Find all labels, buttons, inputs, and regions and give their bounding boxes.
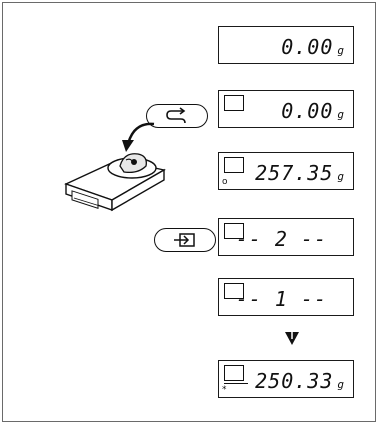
curved-arrow-icon <box>122 122 155 152</box>
stability-indicator-icon <box>224 157 244 173</box>
balance-illustration <box>64 153 166 212</box>
display-reading: -- 1 -- <box>235 287 327 311</box>
display-sub-symbol: o <box>222 177 228 187</box>
enter-key-button[interactable] <box>154 228 216 252</box>
display-4: -- 2 -- <box>218 218 354 256</box>
arrow-into-box-icon <box>174 233 195 247</box>
stability-indicator-icon <box>224 283 244 299</box>
tare-key-button[interactable] <box>146 104 208 128</box>
figure-frame <box>2 2 376 422</box>
rotate-arrow-icon <box>166 107 186 124</box>
divider-line <box>224 383 248 384</box>
display-sub-symbol: * <box>222 385 227 395</box>
display-5: -- 1 -- <box>218 278 354 316</box>
stability-indicator-icon <box>224 365 244 381</box>
display-reading: -- 2 -- <box>235 227 327 251</box>
stability-indicator-icon <box>224 223 244 239</box>
down-arrow-icon <box>285 332 299 345</box>
stability-indicator-icon <box>224 95 244 111</box>
